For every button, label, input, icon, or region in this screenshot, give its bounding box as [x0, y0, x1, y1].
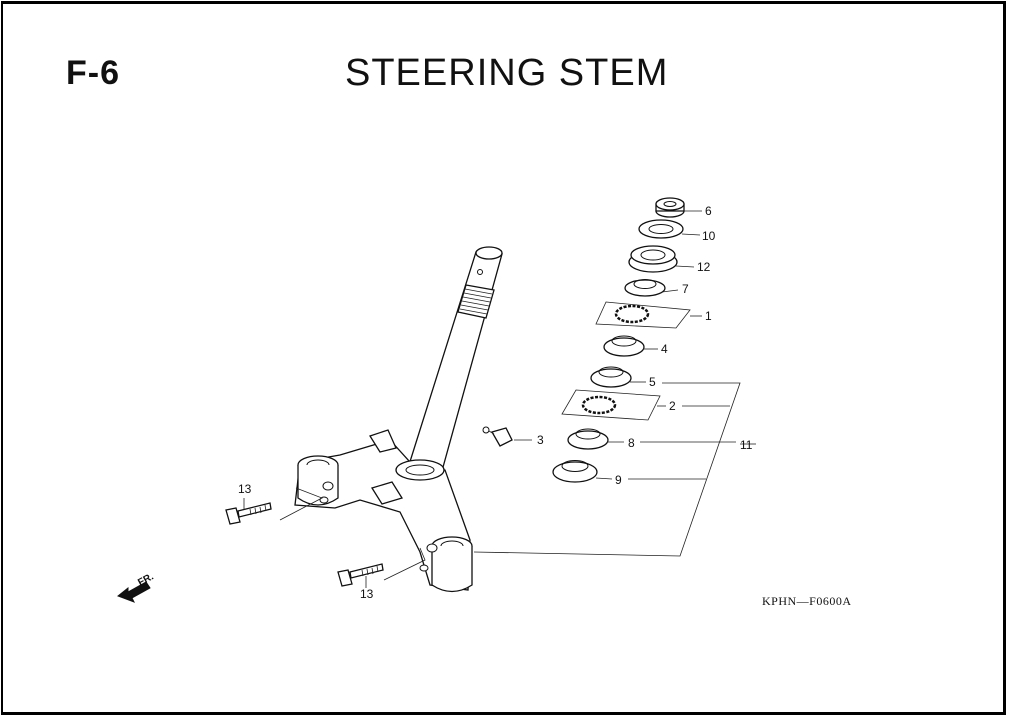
part-9-dust-seal [552, 460, 613, 483]
callout-10: 10 [702, 229, 716, 243]
callout-9: 9 [615, 473, 622, 487]
callout-1: 1 [705, 309, 712, 323]
part-5-bottom-ball-race [590, 366, 646, 388]
page-title: STEERING STEM [345, 52, 669, 94]
callout-13-lower: 13 [360, 587, 374, 601]
callout-13-upper: 13 [238, 482, 252, 496]
part-2-steel-ball-lower [561, 389, 666, 421]
callout-3: 3 [537, 433, 544, 447]
callout-4: 4 [661, 342, 668, 356]
front-arrow-icon [117, 581, 151, 603]
section-code: F-6 [66, 54, 120, 92]
callout-7: 7 [682, 282, 689, 296]
callout-5: 5 [649, 375, 656, 389]
part-1-steel-ball-upper [595, 301, 702, 329]
bolt-13-lower [337, 547, 426, 588]
part-12-adjusting-nut [628, 245, 695, 273]
callout-6: 6 [705, 204, 712, 218]
front-direction-label: FR. [136, 571, 156, 588]
callout-2: 2 [669, 399, 676, 413]
callout-11: 11 [740, 438, 753, 452]
part-8-bottom-cone-race [567, 428, 624, 450]
assembly-11-bracket [473, 382, 756, 557]
drawing-code: KPHN—F0600A [762, 594, 852, 608]
callout-12: 12 [697, 260, 711, 274]
bolt-13-upper [225, 487, 323, 525]
part-7-top-cone-race [624, 279, 679, 297]
callout-8: 8 [628, 436, 635, 450]
part-10-washer [638, 219, 701, 239]
part-6-lock-nut [655, 197, 702, 218]
steering-stem [294, 246, 503, 593]
front-direction-indicator: FR. [117, 571, 156, 603]
part-3-clip [482, 426, 532, 447]
part-4-top-ball-race [603, 335, 658, 357]
